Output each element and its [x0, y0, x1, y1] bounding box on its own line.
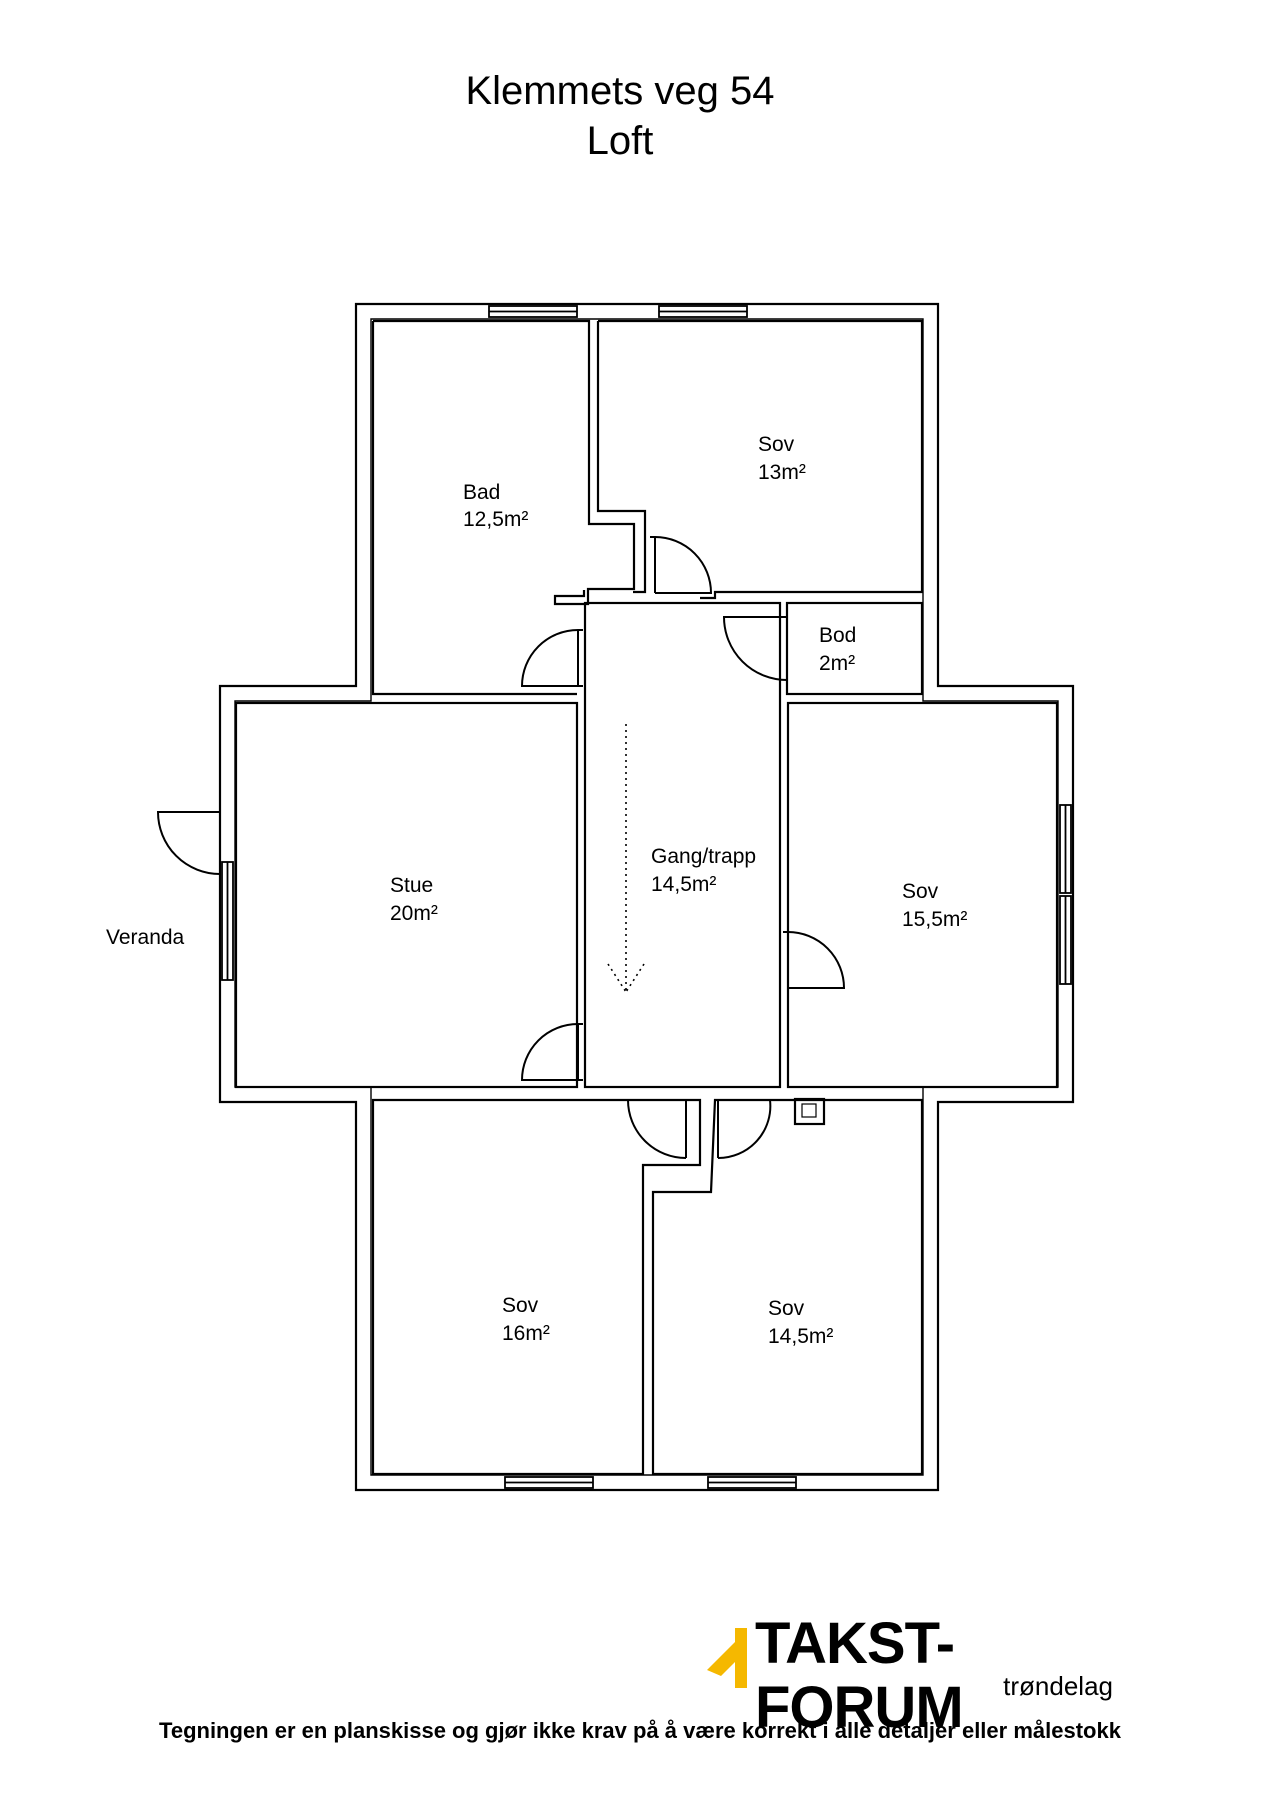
plan-subtitle: Loft — [586, 119, 654, 163]
room-area: 16m² — [502, 1322, 550, 1345]
room-name: Bad — [463, 481, 500, 504]
walls — [218, 302, 1075, 1492]
veranda-label: Veranda — [106, 926, 185, 949]
room-area: 15,5m² — [902, 908, 967, 931]
room-name: Sov — [902, 880, 939, 903]
disclaimer: Tegningen er en planskisse og gjør ikke … — [159, 1718, 1121, 1743]
room-name: Bod — [819, 624, 856, 647]
room-name: Stue — [390, 874, 433, 897]
plan-title: Klemmets veg 54 — [465, 69, 775, 113]
room-area: 14,5m² — [768, 1325, 833, 1348]
room-area: 14,5m² — [651, 873, 716, 896]
stair-arrow — [607, 724, 645, 993]
logo-name: TAKST-FORUM — [755, 1611, 964, 1740]
takst-forum-logo: TAKST-FORUM trøndelag — [705, 1612, 1125, 1740]
room-labels: Bad 12,5m² Sov 13m² Bod 2m² Stue 20m² Ga… — [106, 433, 967, 1348]
room-area: 20m² — [390, 902, 438, 925]
room-name: Sov — [768, 1297, 805, 1320]
room-name: Sov — [502, 1294, 539, 1317]
room-area: 2m² — [819, 652, 855, 675]
room-name: Gang/trapp — [651, 845, 756, 868]
logo-sub: trøndelag — [1003, 1671, 1113, 1701]
room-area: 13m² — [758, 461, 806, 484]
room-name: Sov — [758, 433, 795, 456]
windows — [221, 305, 1072, 1489]
doors — [156, 536, 846, 1160]
logo-house-icon — [707, 1628, 747, 1688]
room-area: 12,5m² — [463, 508, 528, 531]
